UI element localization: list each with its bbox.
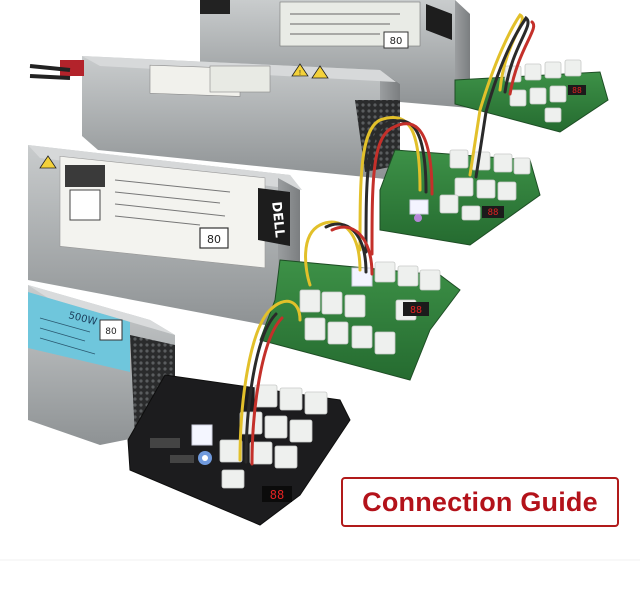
svg-text:80: 80 — [390, 36, 403, 47]
eighty-plus-badge-icon: 80 — [199, 227, 229, 249]
svg-text:80: 80 — [207, 233, 221, 246]
svg-text:88: 88 — [270, 488, 284, 502]
eighty-plus-badge-icon: 80 — [383, 31, 409, 49]
svg-text:!: ! — [299, 70, 301, 77]
power-supply-2-dell: 80 DELL — [28, 145, 302, 326]
power-cables — [238, 13, 536, 466]
svg-text:80: 80 — [105, 327, 117, 337]
dell-logo-label: DELL — [258, 188, 290, 246]
connection-guide-caption: Connection Guide — [341, 477, 619, 527]
seven-segment-display-icon: 88 — [568, 85, 586, 95]
svg-text:88: 88 — [488, 208, 499, 218]
breakout-board-2: 88 — [259, 259, 461, 381]
eighty-plus-badge-icon: 80 — [99, 319, 123, 341]
svg-text:DELL: DELL — [268, 201, 287, 239]
warning-triangle-icon: ! — [291, 63, 309, 77]
warning-triangle-icon — [311, 65, 329, 79]
warning-triangle-icon — [39, 155, 57, 169]
svg-text:88: 88 — [572, 86, 582, 95]
svg-text:88: 88 — [410, 305, 422, 316]
seven-segment-display-icon: 88 — [403, 302, 429, 316]
caption-text: Connection Guide — [362, 486, 598, 517]
seven-segment-display-icon: 88 — [262, 486, 292, 502]
seven-segment-display-icon: 88 — [482, 206, 504, 218]
